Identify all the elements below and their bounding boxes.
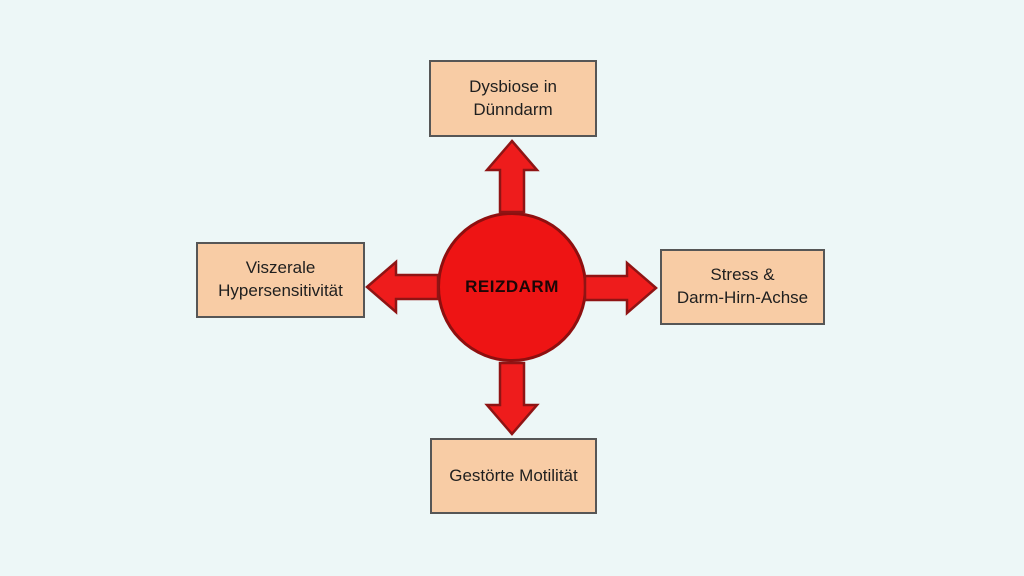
node-label-line: Hypersensitivität [218, 281, 343, 300]
node-label-line: Stress & [710, 265, 775, 285]
node-label-line: Viszerale [245, 258, 316, 278]
node-label-line: Gestörte Motilität [449, 465, 578, 485]
node-label-line: Dünndarm [473, 99, 553, 119]
node-label-line: Darm-Hirn-Achse [676, 288, 809, 307]
arrow-up-icon [484, 139, 540, 214]
arrow-right-icon [583, 260, 658, 316]
arrow-left-icon [365, 259, 440, 315]
node-viszerale-hypersensitivitaet: Viszerale Hypersensitivität [196, 242, 365, 318]
arrow-down-icon [484, 361, 540, 436]
node-dysbiose-duenndarm: Dysbiose in Dünndarm [429, 60, 597, 137]
node-stress-darm-hirn-achse: Stress & Darm-Hirn-Achse [660, 249, 825, 325]
node-label-line: Dysbiose in [469, 76, 557, 96]
center-hub-circle: REIZDARM [437, 212, 587, 362]
center-hub-label: REIZDARM [465, 277, 559, 296]
node-gestoerte-motilitaet: Gestörte Motilität [430, 438, 597, 514]
